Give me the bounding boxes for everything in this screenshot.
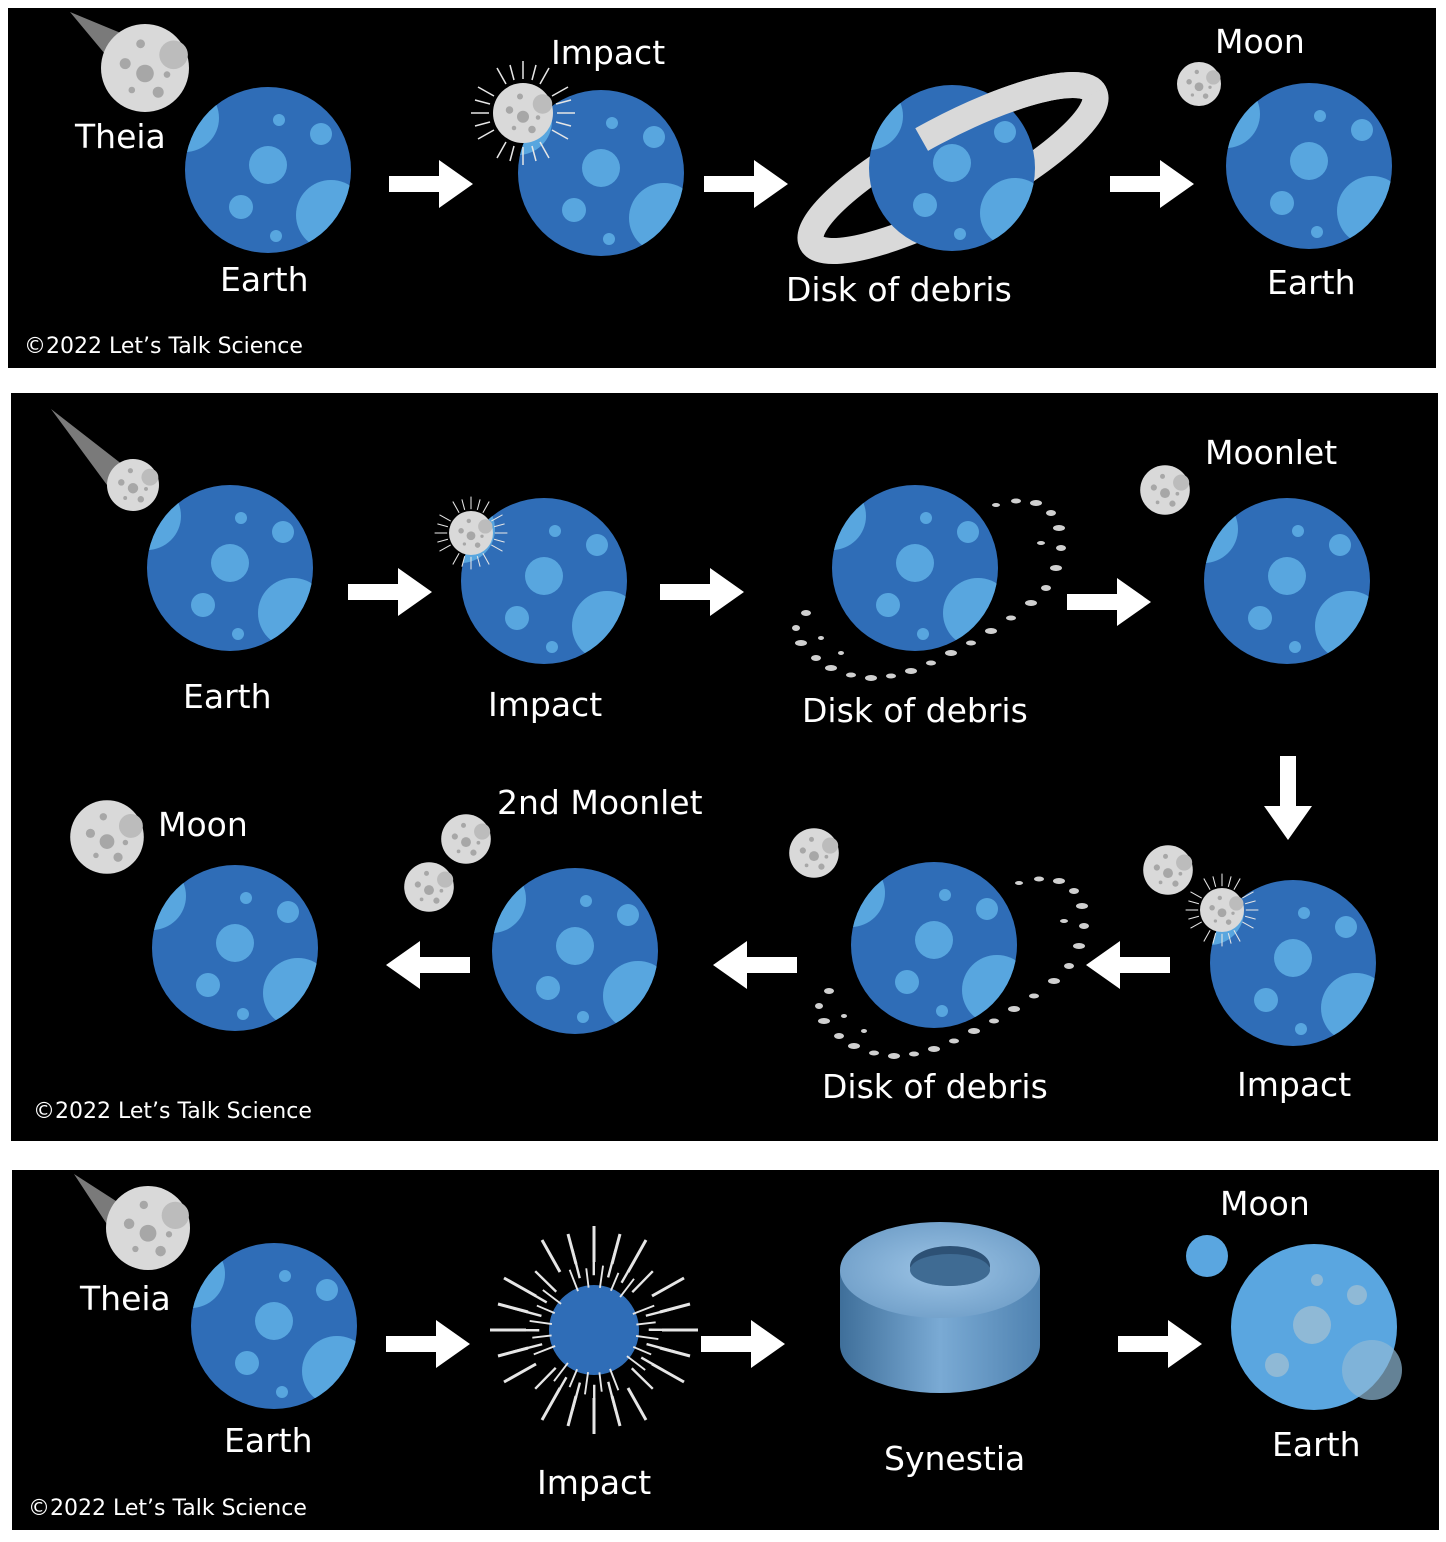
label-earth: Earth bbox=[224, 1421, 313, 1460]
arrow-left-icon bbox=[713, 941, 797, 989]
impactor-icon bbox=[449, 511, 493, 555]
earth-icon bbox=[798, 482, 1013, 651]
label-impact: Impact bbox=[551, 33, 666, 72]
arrow-left-icon bbox=[1086, 941, 1170, 989]
label-disk-of-debris-2: Disk of debris bbox=[822, 1067, 1048, 1106]
earth-icon bbox=[458, 865, 673, 1034]
arrow-right-icon bbox=[386, 1320, 470, 1368]
label-second-moonlet: 2nd Moonlet bbox=[497, 783, 703, 822]
arrow-right-icon bbox=[1067, 578, 1151, 626]
copyright: ©2022 Let’s Talk Science bbox=[28, 1496, 307, 1521]
label-theia: Theia bbox=[80, 1279, 171, 1318]
label-earth-final: Earth bbox=[1272, 1425, 1361, 1464]
label-impact: Impact bbox=[537, 1463, 652, 1502]
second-moonlet-icon bbox=[404, 862, 454, 912]
earth-icon bbox=[1192, 80, 1407, 249]
moonlet-icon bbox=[1143, 845, 1193, 895]
panel-giant-impact: Theia Earth Impact Disk of debris Moon E… bbox=[8, 8, 1436, 368]
label-earth-final: Earth bbox=[1267, 263, 1356, 302]
arrow-right-icon bbox=[1118, 1320, 1202, 1368]
arrow-right-icon bbox=[389, 160, 473, 208]
panel-synestia-art bbox=[74, 1174, 1402, 1436]
arrow-left-icon bbox=[386, 941, 470, 989]
label-earth: Earth bbox=[220, 260, 309, 299]
arrow-right-icon bbox=[660, 568, 744, 616]
label-synestia: Synestia bbox=[884, 1439, 1026, 1478]
copyright: ©2022 Let’s Talk Science bbox=[24, 334, 303, 359]
earth-icon bbox=[1170, 495, 1385, 664]
copyright: ©2022 Let’s Talk Science bbox=[33, 1099, 312, 1124]
arrow-right-icon bbox=[348, 568, 432, 616]
trail-icon bbox=[51, 409, 123, 485]
impact-explosion-icon bbox=[488, 1224, 700, 1436]
earth-icon bbox=[157, 1240, 372, 1409]
label-earth: Earth bbox=[183, 677, 272, 716]
panel-multiple-impacts-art bbox=[51, 409, 1438, 1059]
moonlet-icon bbox=[1140, 465, 1190, 515]
debris-ring-icon bbox=[797, 71, 1109, 265]
earth-icon bbox=[817, 859, 1032, 1028]
moonlet-icon bbox=[441, 814, 491, 864]
label-moonlet: Moonlet bbox=[1205, 433, 1338, 472]
theia-icon bbox=[106, 1186, 190, 1270]
earth-icon bbox=[118, 862, 333, 1031]
moon-icon bbox=[1177, 62, 1221, 106]
label-moon: Moon bbox=[1220, 1184, 1310, 1223]
impactor-icon bbox=[1200, 888, 1244, 932]
moon-icon bbox=[70, 800, 144, 874]
panel-synestia: Theia Earth Impact Synestia Moon Earth ©… bbox=[12, 1170, 1439, 1530]
label-moon: Moon bbox=[1215, 22, 1305, 61]
arrow-right-icon bbox=[701, 1320, 785, 1368]
theia-icon bbox=[493, 83, 553, 143]
theia-icon bbox=[101, 24, 189, 112]
arrow-down-icon bbox=[1264, 756, 1312, 840]
earth-icon bbox=[1231, 1244, 1402, 1410]
arrow-right-icon bbox=[1110, 160, 1194, 208]
label-impact: Impact bbox=[488, 685, 603, 724]
arrow-right-icon bbox=[704, 160, 788, 208]
panel-giant-impact-art bbox=[70, 12, 1436, 265]
synestia-icon bbox=[840, 1222, 1040, 1393]
panel-multiple-impacts: Earth Impact Disk of debris Moonlet Impa… bbox=[11, 393, 1438, 1141]
moonlet-icon bbox=[789, 828, 839, 878]
label-impact-2: Impact bbox=[1237, 1065, 1352, 1104]
earth-icon bbox=[151, 84, 366, 253]
moon-icon bbox=[1186, 1235, 1228, 1277]
impactor-icon bbox=[107, 459, 159, 511]
label-disk-of-debris: Disk of debris bbox=[786, 270, 1012, 309]
label-moon: Moon bbox=[158, 805, 248, 844]
label-disk-of-debris: Disk of debris bbox=[802, 691, 1028, 730]
label-theia: Theia bbox=[75, 117, 166, 156]
